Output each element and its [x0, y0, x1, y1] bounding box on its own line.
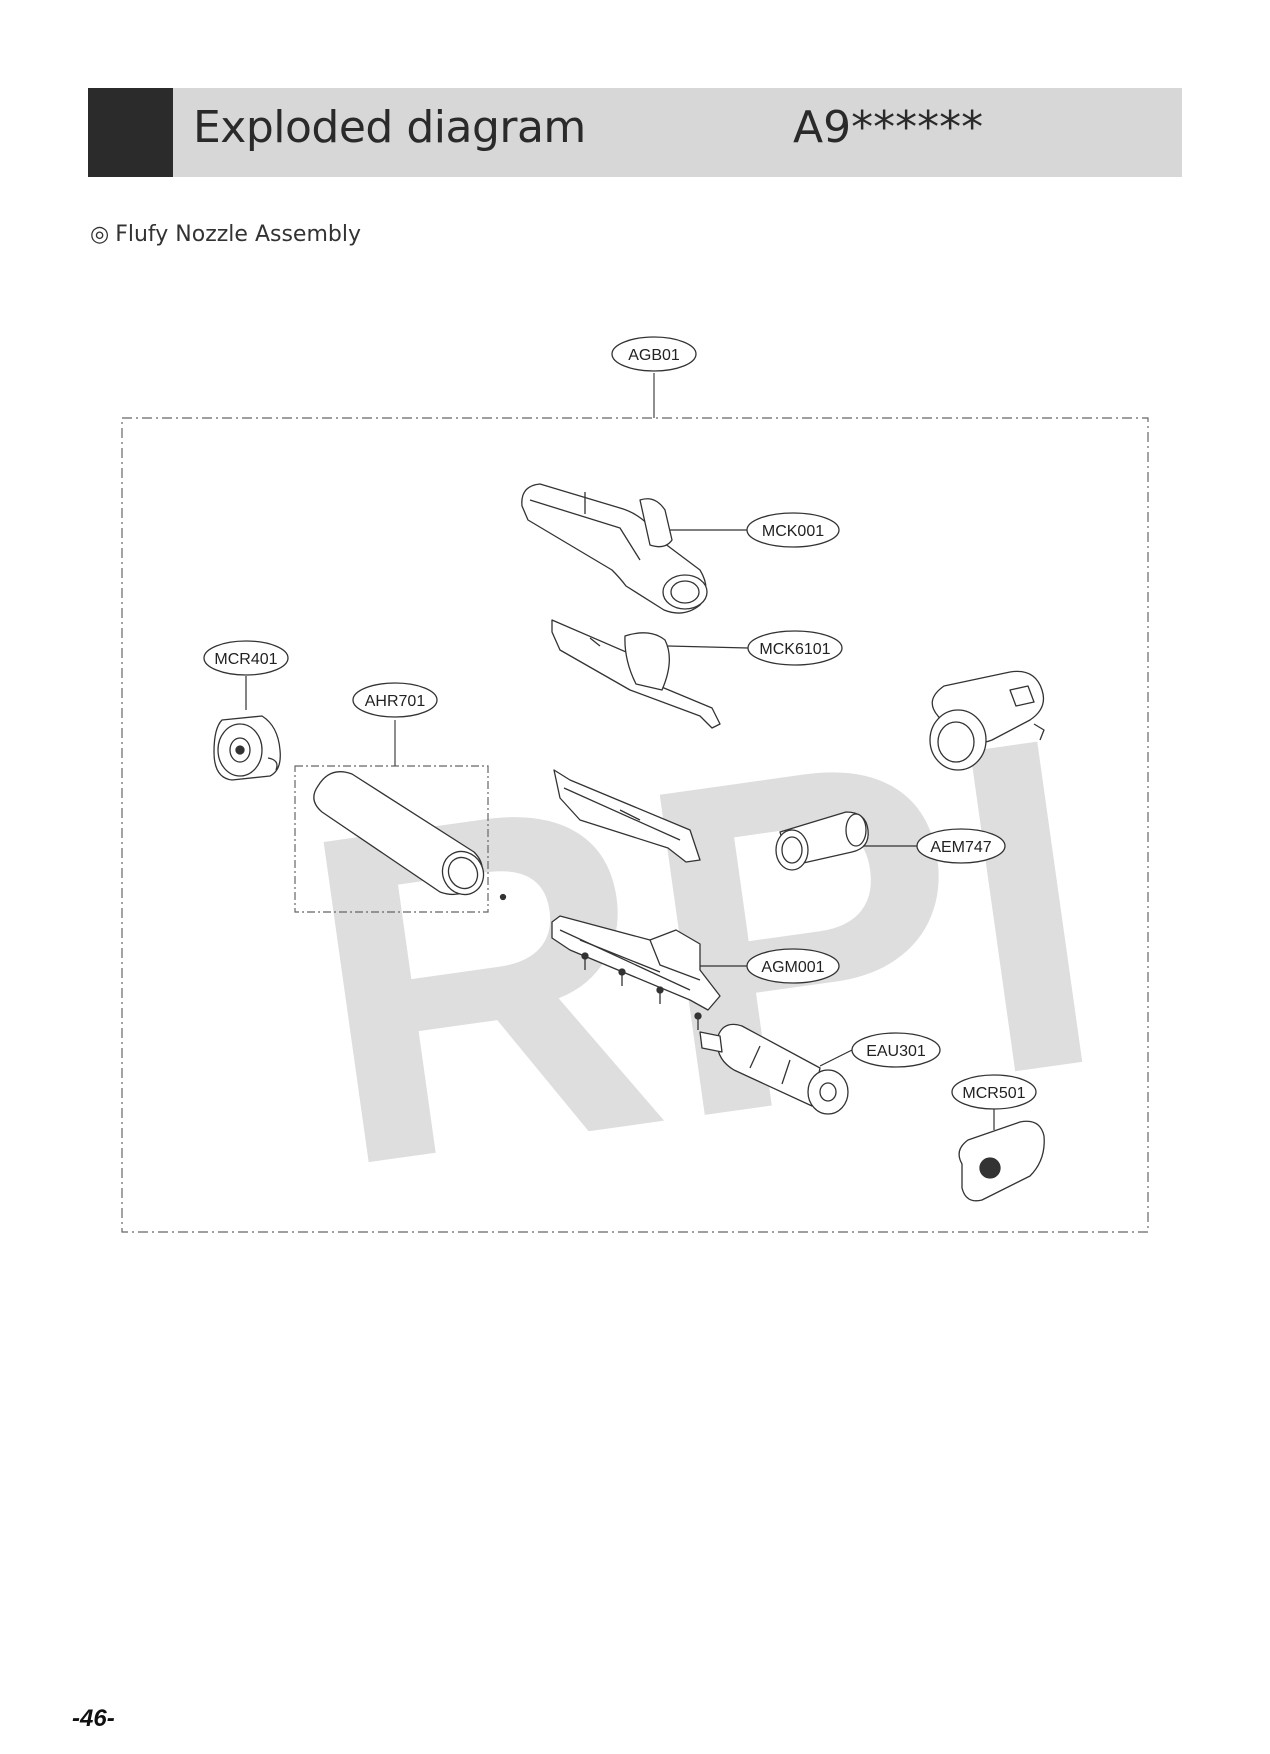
svg-text:EAU301: EAU301	[866, 1043, 926, 1060]
part-agm001	[551, 915, 721, 1011]
part-eau301	[699, 1023, 849, 1115]
part-nozzle-neck	[929, 670, 1045, 771]
page-title: Exploded diagram	[193, 102, 586, 153]
svg-text:AGM001: AGM001	[761, 959, 824, 976]
part-mck001	[521, 483, 708, 614]
svg-text:AEM747: AEM747	[930, 839, 991, 856]
part-ahr701	[313, 771, 507, 901]
callout-mcr401: MCR401	[203, 640, 289, 676]
header-bar: Exploded diagram A9******	[88, 88, 1182, 177]
model-number: A9******	[793, 102, 984, 153]
svg-text:MCR501: MCR501	[962, 1085, 1025, 1102]
part-mcr501	[958, 1120, 1045, 1202]
callout-agm001: AGM001	[746, 948, 840, 984]
section-title-text: Flufy Nozzle Assembly	[115, 222, 361, 247]
svg-text:AGB01: AGB01	[628, 347, 680, 364]
callout-mck6101: MCK6101	[747, 630, 843, 666]
callout-eau301: EAU301	[851, 1032, 941, 1068]
header-dark-block	[88, 88, 173, 177]
svg-text:MCK001: MCK001	[762, 523, 824, 540]
part-aem747	[775, 811, 869, 871]
svg-text:MCK6101: MCK6101	[759, 641, 830, 658]
part-middle-frame	[553, 769, 701, 863]
callout-mcr501: MCR501	[951, 1074, 1037, 1110]
double-circle-icon: ◎	[90, 222, 110, 247]
svg-text:MCR401: MCR401	[214, 651, 277, 668]
part-mck6101	[551, 619, 721, 729]
svg-text:AHR701: AHR701	[365, 693, 426, 710]
callout-ahr701: AHR701	[352, 682, 438, 718]
callout-agb01: AGB01	[611, 336, 697, 372]
screws	[581, 952, 702, 1030]
callout-mck001: MCK001	[746, 512, 840, 548]
callout-aem747: AEM747	[916, 828, 1006, 864]
part-mcr401	[213, 715, 281, 781]
ahr701-frame	[294, 765, 489, 913]
section-title: ◎Flufy Nozzle Assembly	[90, 222, 361, 247]
page-number: -46-	[72, 1705, 115, 1732]
